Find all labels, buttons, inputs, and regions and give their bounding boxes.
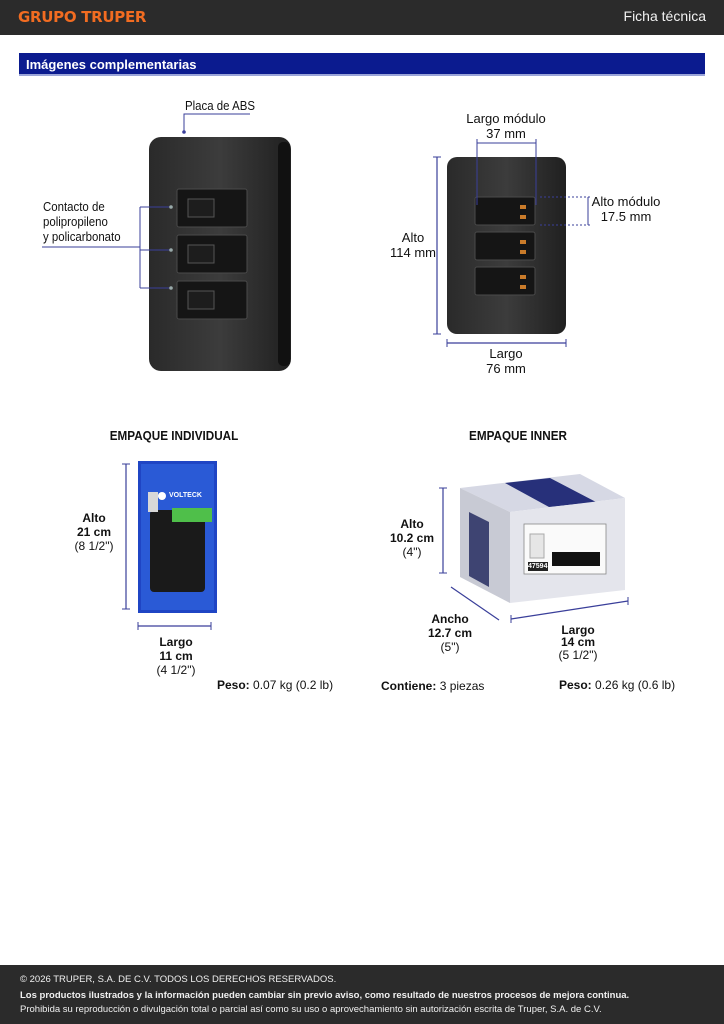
- section-title-bar: Imágenes complementarias: [19, 53, 705, 76]
- product-dimension-illustration: [433, 139, 592, 347]
- individual-weight-value: 0.07 kg (0.2 lb): [253, 678, 334, 692]
- inner-box-code: 47594: [528, 563, 548, 570]
- module-width-label: Largo módulo: [466, 111, 546, 126]
- inner-depth-label: Ancho: [431, 612, 469, 626]
- total-height-label: Alto: [401, 230, 425, 245]
- individual-height-label: Alto: [82, 511, 106, 525]
- plate-material-label: Placa de ABS: [185, 98, 255, 113]
- inner-height-in: (4"): [402, 545, 422, 559]
- total-height-value: 114 mm: [390, 245, 436, 260]
- individual-width-in: (4 1/2"): [156, 663, 196, 677]
- inner-contents: Contiene: 3 piezas: [381, 679, 484, 694]
- brand-logo: GRUPO TRUPER: [18, 8, 147, 26]
- section-title: Imágenes complementarias: [26, 57, 197, 72]
- inner-depth-cm: 12.7 cm: [427, 626, 473, 640]
- individual-height-in: (8 1/2"): [74, 539, 114, 553]
- individual-package-illustration: [122, 461, 217, 630]
- contact-material-label-1: Contacto de: [43, 199, 105, 214]
- individual-package-title: EMPAQUE INDIVIDUAL: [109, 428, 239, 443]
- module-height-value: 17.5 mm: [600, 209, 652, 224]
- module-width-value: 37 mm: [486, 126, 526, 141]
- inner-contents-value: 3 piezas: [439, 679, 485, 693]
- inner-width-label: Largo: [561, 623, 595, 637]
- total-width-label: Largo: [489, 346, 523, 361]
- document-type: Ficha técnica: [623, 8, 706, 24]
- contact-material-label-3: y policarbonato: [43, 229, 121, 244]
- footer-copyright: © 2026 TRUPER, S.A. DE C.V. TODOS LOS DE…: [20, 974, 337, 985]
- inner-width-in: (5 1/2"): [558, 648, 598, 662]
- individual-width-label: Largo: [159, 635, 193, 649]
- individual-package-brand: VOLTECK: [169, 492, 202, 499]
- inner-depth-in: (5"): [440, 640, 460, 654]
- footer-prohibition: Prohibida su reproducción o divulgación …: [20, 1004, 602, 1015]
- individual-width-cm: 11 cm: [159, 649, 193, 663]
- inner-package-title: EMPAQUE INNER: [469, 428, 567, 443]
- product-front-illustration: [42, 113, 291, 371]
- inner-height-cm: 10.2 cm: [389, 531, 435, 545]
- footer-bar: © 2026 TRUPER, S.A. DE C.V. TODOS LOS DE…: [0, 965, 724, 1024]
- inner-package-illustration: [439, 474, 629, 623]
- footer-notice: Los productos ilustrados y la informació…: [20, 990, 630, 1001]
- inner-weight-value: 0.26 kg (0.6 lb): [595, 678, 676, 692]
- inner-height-label: Alto: [400, 517, 424, 531]
- total-width-value: 76 mm: [486, 361, 526, 376]
- individual-height-cm: 21 cm: [76, 525, 112, 539]
- contact-material-label-2: polipropileno: [43, 214, 108, 229]
- top-header-bar: GRUPO TRUPER Ficha técnica: [0, 0, 724, 35]
- individual-weight-label: Peso:: [217, 678, 250, 692]
- module-height-label: Alto módulo: [591, 194, 661, 209]
- inner-weight-label: Peso:: [559, 678, 592, 692]
- inner-weight: Peso: 0.26 kg (0.6 lb): [559, 678, 675, 693]
- individual-weight: Peso: 0.07 kg (0.2 lb): [217, 678, 333, 693]
- inner-contents-label: Contiene:: [381, 679, 437, 693]
- inner-width-cm: 14 cm: [560, 635, 596, 649]
